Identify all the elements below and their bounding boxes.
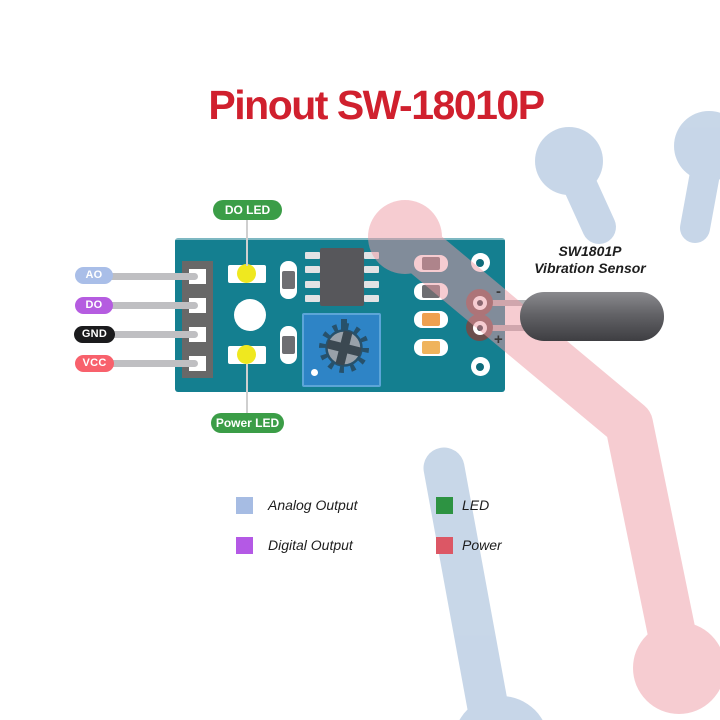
lead-gnd xyxy=(100,331,198,338)
legend-swatch-led xyxy=(436,497,453,514)
do-led-badge: DO LED xyxy=(213,200,282,220)
vibration-sensor xyxy=(520,292,664,341)
pink-trace xyxy=(368,200,720,714)
legend-label-digital-output: Digital Output xyxy=(268,537,353,553)
ic-pin xyxy=(305,281,320,288)
page-title: Pinout SW-18010P xyxy=(208,82,545,128)
minus-sign: - xyxy=(496,283,501,300)
mounting-hole-top-center xyxy=(476,259,484,267)
lead-ao xyxy=(100,273,198,280)
potentiometer-index-dot xyxy=(311,369,318,376)
smd-resistor-vertical-2-body xyxy=(282,336,295,354)
legend-label-power: Power xyxy=(462,537,502,553)
lead-do xyxy=(100,302,198,309)
sensor-type: Vibration Sensor xyxy=(534,260,646,276)
plus-sign: + xyxy=(494,331,503,348)
do-led xyxy=(237,264,256,283)
ic-pin xyxy=(305,266,320,273)
legend-swatch-analog-output xyxy=(236,497,253,514)
potentiometer-dial xyxy=(319,319,369,373)
board-edge-highlight xyxy=(175,238,505,240)
power-led xyxy=(237,345,256,364)
pin-label-vcc: VCC xyxy=(75,355,114,372)
pin-label-gnd: GND xyxy=(74,326,115,343)
smd-resistor-3-body xyxy=(422,313,440,326)
pin-label-do: DO xyxy=(75,297,113,314)
smd-resistor-4-body xyxy=(422,341,440,354)
smd-resistor-vertical-1-body xyxy=(282,271,295,289)
mounting-hole-bottom-center xyxy=(476,363,484,371)
sensor-name: SW1801P xyxy=(558,243,622,259)
ic-chip xyxy=(320,248,364,306)
ic-pin xyxy=(305,295,320,302)
sensor-label: SW1801P Vibration Sensor xyxy=(505,243,675,277)
ic-pin xyxy=(364,266,379,273)
ic-pin xyxy=(364,252,379,259)
legend-label-analog-output: Analog Output xyxy=(268,497,358,513)
ic-pin xyxy=(364,295,379,302)
legend-label-led: LED xyxy=(462,497,490,513)
lead-vcc xyxy=(100,360,198,367)
pin-label-ao: AO xyxy=(75,267,113,284)
ic-pin xyxy=(305,252,320,259)
do-led-callout-line xyxy=(246,220,248,266)
legend-swatch-power xyxy=(436,537,453,554)
ic-pin xyxy=(364,281,379,288)
power-led-badge: Power LED xyxy=(211,413,284,433)
legend-swatch-digital-output xyxy=(236,537,253,554)
power-led-callout-line xyxy=(246,364,248,413)
mounting-hole-center xyxy=(234,299,266,331)
